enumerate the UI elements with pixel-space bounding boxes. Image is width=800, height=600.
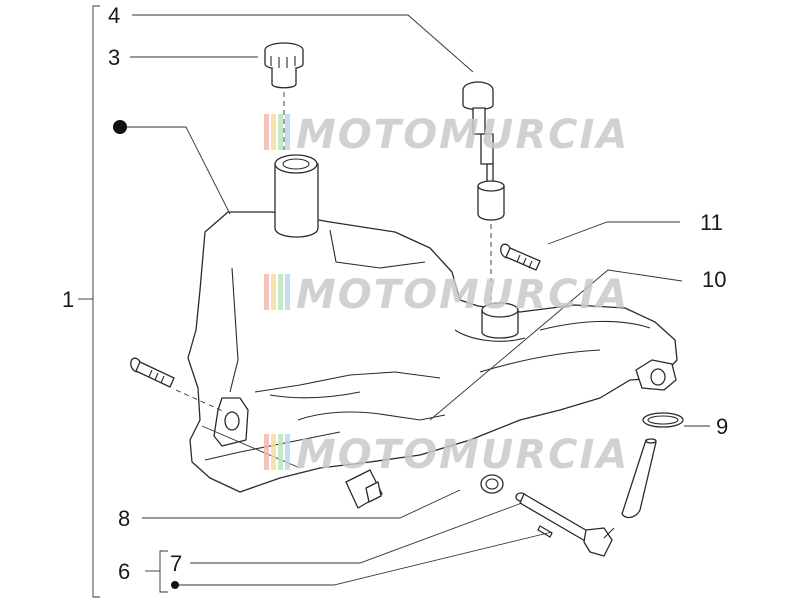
reference-dot-bottom — [171, 581, 179, 589]
part-4-fuel-level-sender — [462, 81, 505, 300]
group-1-bracket — [78, 5, 100, 598]
callout-3: 3 — [108, 45, 120, 70]
watermark-2: MOTOMURCIA — [264, 272, 629, 318]
fuel-hose — [621, 438, 657, 519]
callout-11: 11 — [700, 210, 723, 235]
watermark-text: MOTOMURCIA — [296, 112, 629, 158]
leader-lines — [124, 14, 710, 593]
mounting-screw-left — [130, 357, 226, 413]
watermark-text: MOTOMURCIA — [296, 272, 629, 318]
callout-1: 1 — [62, 287, 74, 312]
callout-10: 10 — [702, 267, 726, 292]
fuel-tank — [187, 154, 678, 494]
callout-6: 6 — [118, 559, 130, 584]
callout-8: 8 — [118, 506, 130, 531]
part-9-hose-clamp — [642, 412, 684, 428]
part-3-fuel-cap — [264, 42, 304, 150]
part-8-clip-nut — [345, 469, 383, 509]
callout-7: 7 — [170, 551, 182, 576]
watermark-3: MOTOMURCIA — [264, 432, 629, 478]
callout-4: 4 — [108, 3, 120, 28]
callout-9: 9 — [716, 414, 728, 439]
watermark-1: MOTOMURCIA — [264, 112, 629, 158]
part-7-fuel-tap — [515, 492, 615, 557]
part-11-screw — [500, 243, 541, 271]
watermark-text: MOTOMURCIA — [296, 432, 629, 478]
reference-dot-top — [113, 120, 127, 134]
